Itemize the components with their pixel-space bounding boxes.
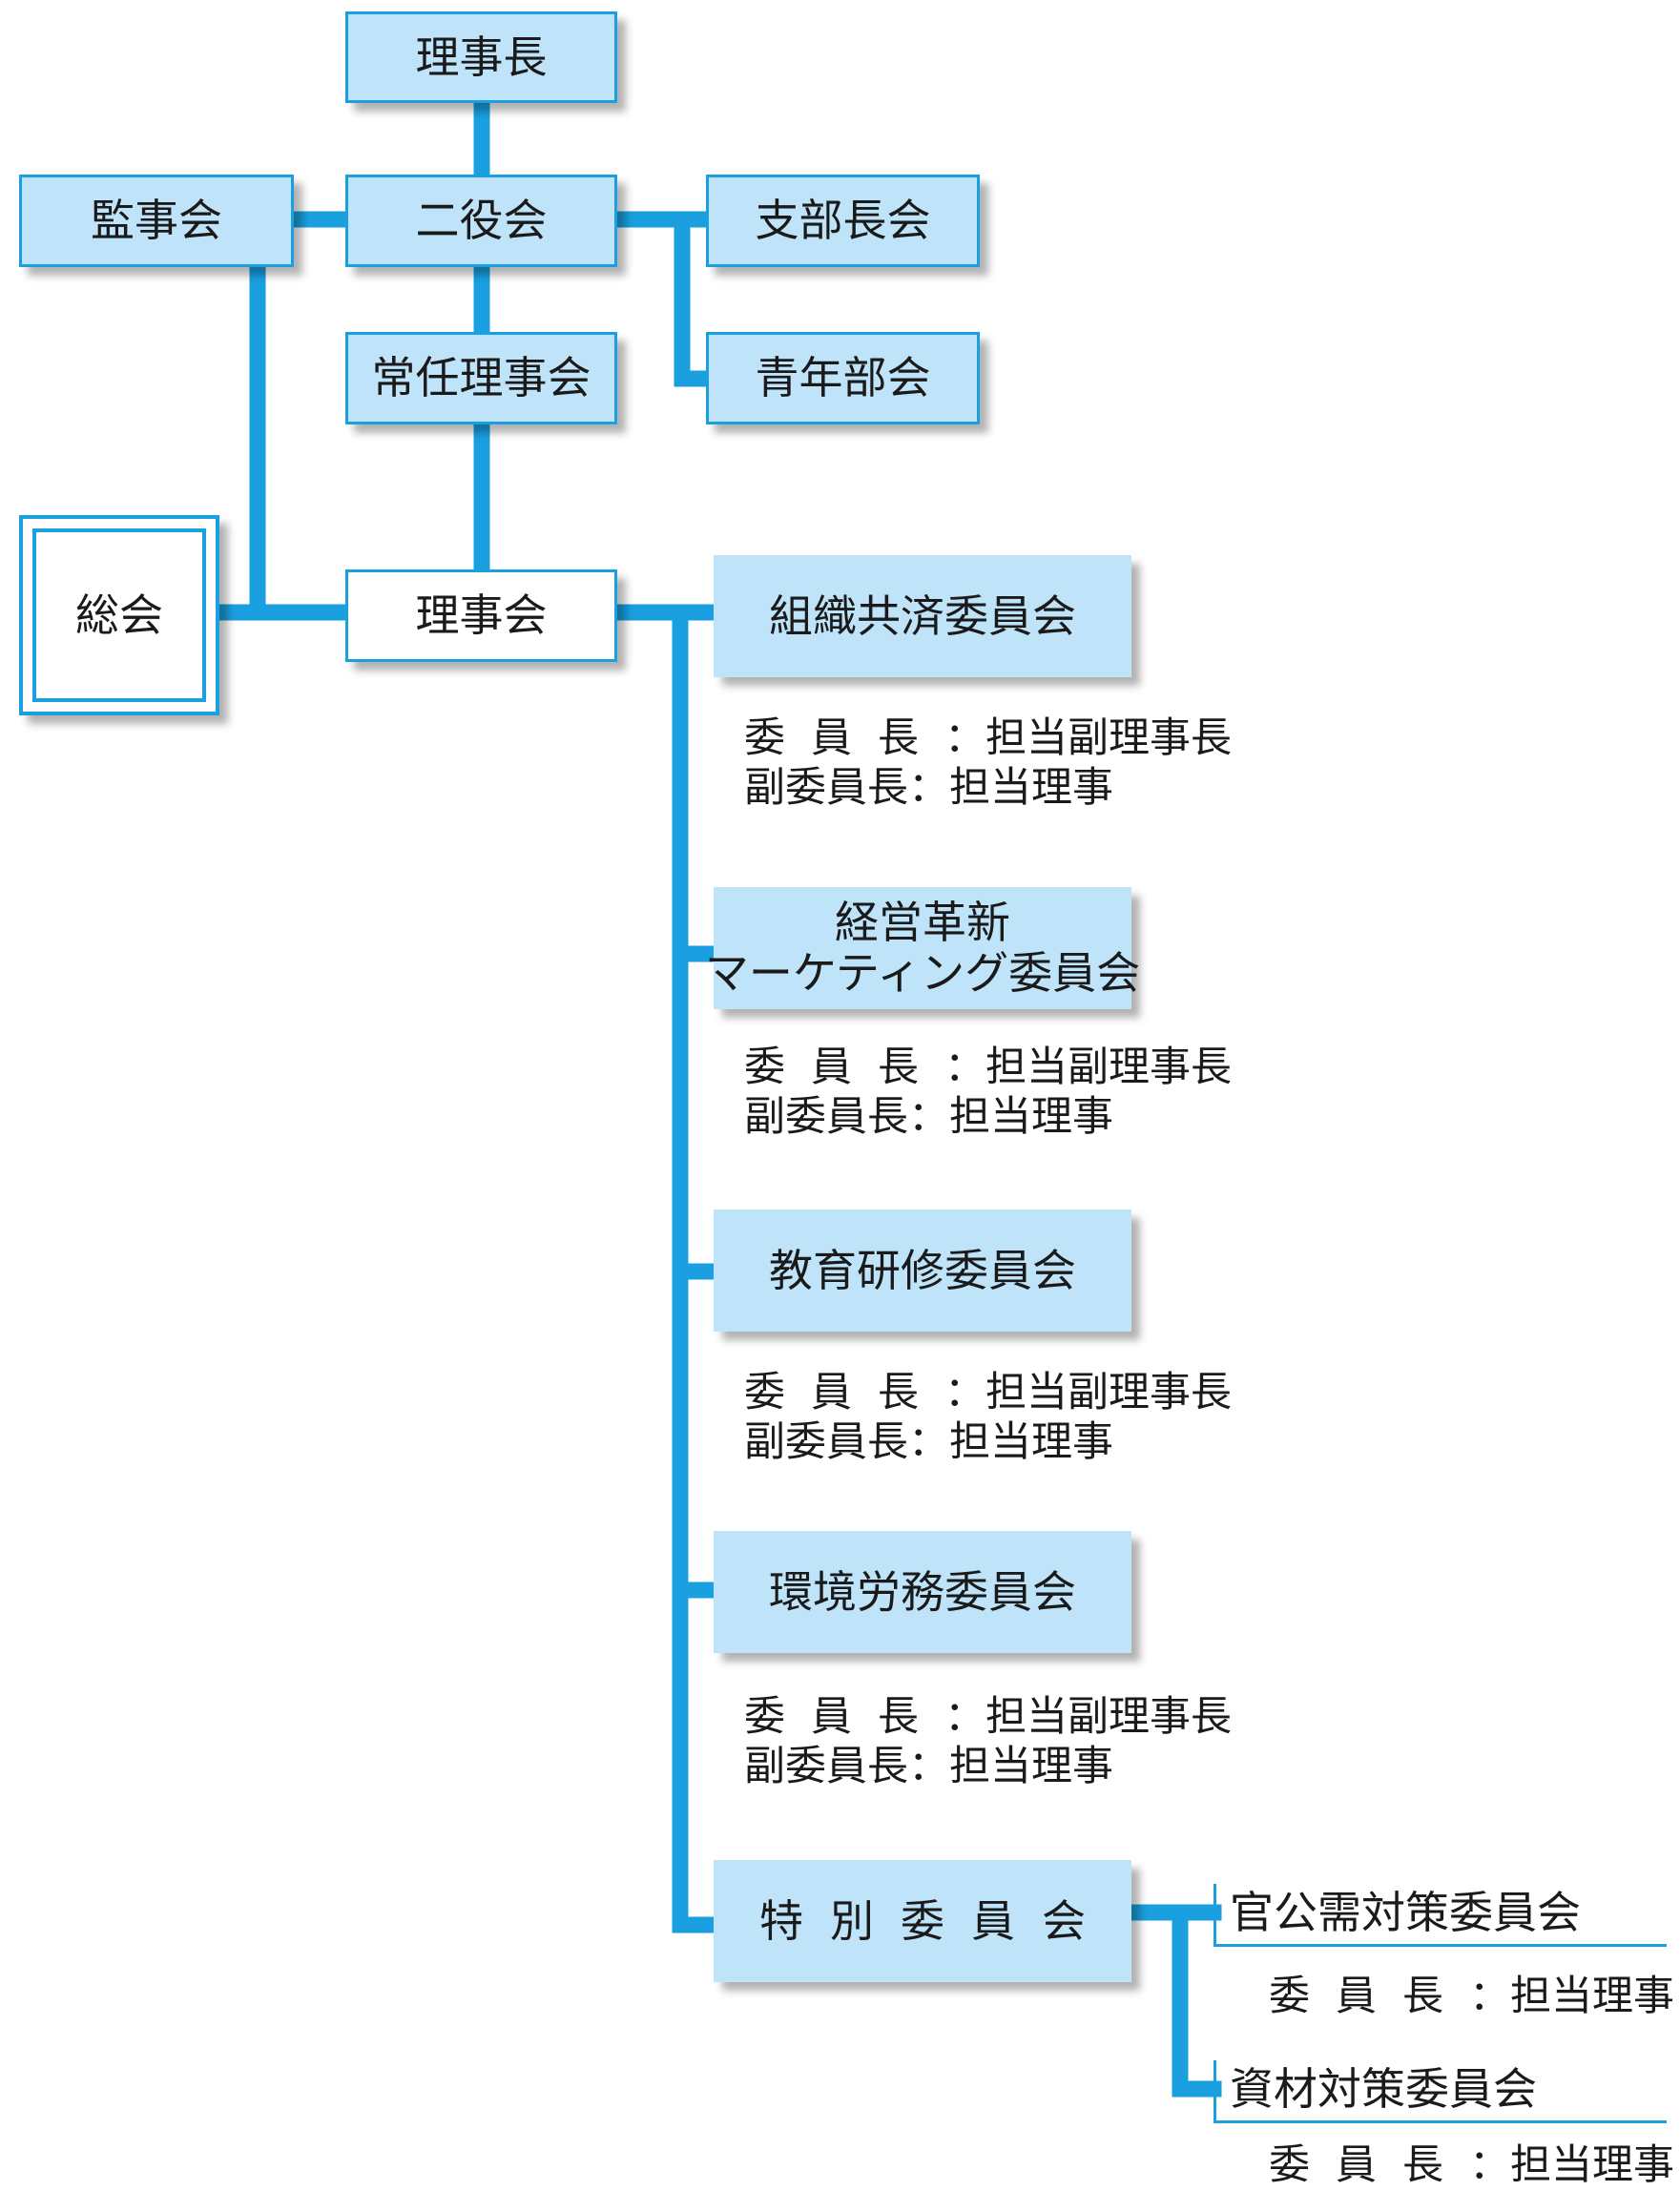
board-label: 理事会 <box>415 589 548 642</box>
chair-label: 委員長 <box>744 714 944 762</box>
committee-name-line1: 経営革新 <box>835 897 1010 949</box>
chair-value: 担当副理事長 <box>985 1369 1232 1416</box>
vice-label: 副委員長 <box>744 1418 908 1466</box>
sub-committee-role: 委員長：担当理事 <box>1269 1973 1674 2020</box>
special-committee-box: 特別委員会 <box>714 1860 1131 1982</box>
committee-name: 組織共済委員会 <box>769 589 1076 642</box>
committee-name: 環境労務委員会 <box>769 1565 1076 1618</box>
vice-value: 担当理事 <box>949 764 1113 812</box>
sub-committee-name: 官公需対策委員会 <box>1230 1887 1581 1938</box>
chair-label: 委員長 <box>1269 1973 1469 2020</box>
committee-box: 教育研修委員会 <box>714 1209 1131 1332</box>
chair-label: 委員長 <box>744 1693 944 1741</box>
special-sub-committee: 資材対策委員会 <box>1213 2060 1667 2123</box>
chair-value: 担当副理事長 <box>985 1693 1232 1741</box>
vice-value: 担当理事 <box>949 1743 1113 1790</box>
branch-heads-box: 支部長会 <box>706 175 980 267</box>
general-meeting-box: 総会 <box>19 515 219 715</box>
special-sub-committee: 官公需対策委員会 <box>1213 1884 1667 1947</box>
vice-label: 副委員長 <box>744 1093 908 1141</box>
committee-roles: 委員長：担当副理事長 副委員長：担当理事 <box>744 1044 1232 1141</box>
chair-value: 担当理事 <box>1510 1973 1674 2020</box>
vice-value: 担当理事 <box>949 1418 1113 1466</box>
branch-heads-label: 支部長会 <box>755 195 931 247</box>
chairman-label: 理事長 <box>415 31 548 83</box>
general-meeting-inner: 総会 <box>32 528 206 702</box>
committee-roles: 委員長：担当副理事長 副委員長：担当理事 <box>744 1369 1232 1466</box>
chair-value: 担当副理事長 <box>985 1044 1232 1091</box>
officers-label: 二役会 <box>415 195 548 247</box>
chair-value: 担当理事 <box>1510 2141 1674 2189</box>
chair-label: 委員長 <box>744 1369 944 1416</box>
sub-committee-role: 委員長：担当理事 <box>1269 2141 1674 2189</box>
committee-name: 教育研修委員会 <box>769 1244 1076 1296</box>
chair-label: 委員長 <box>744 1044 944 1091</box>
youth-label: 青年部会 <box>755 352 931 404</box>
committee-roles: 委員長：担当副理事長 副委員長：担当理事 <box>744 1693 1232 1790</box>
special-committee-name: 特別委員会 <box>759 1894 1112 1947</box>
committee-box: 環境労務委員会 <box>714 1531 1131 1653</box>
chair-label: 委員長 <box>1269 2141 1469 2189</box>
youth-box: 青年部会 <box>706 332 980 424</box>
committee-name-line2: マーケティング委員会 <box>704 947 1141 999</box>
vice-label: 副委員長 <box>744 764 908 812</box>
vice-value: 担当理事 <box>949 1093 1113 1141</box>
board-box: 理事会 <box>345 569 617 662</box>
committee-roles: 委員長：担当副理事長 副委員長：担当理事 <box>744 714 1232 812</box>
standing-board-label: 常任理事会 <box>371 352 591 404</box>
auditors-label: 監事会 <box>91 195 222 247</box>
chair-value: 担当副理事長 <box>985 714 1232 762</box>
auditors-box: 監事会 <box>19 175 294 267</box>
committee-box: 経営革新 マーケティング委員会 <box>705 887 1140 1009</box>
committee-box: 組織共済委員会 <box>714 555 1131 677</box>
officers-box: 二役会 <box>345 175 617 267</box>
chairman-box: 理事長 <box>345 11 617 103</box>
sub-committee-name: 資材対策委員会 <box>1230 2063 1537 2115</box>
standing-board-box: 常任理事会 <box>345 332 617 424</box>
vice-label: 副委員長 <box>744 1743 908 1790</box>
general-meeting-label: 総会 <box>75 589 163 641</box>
